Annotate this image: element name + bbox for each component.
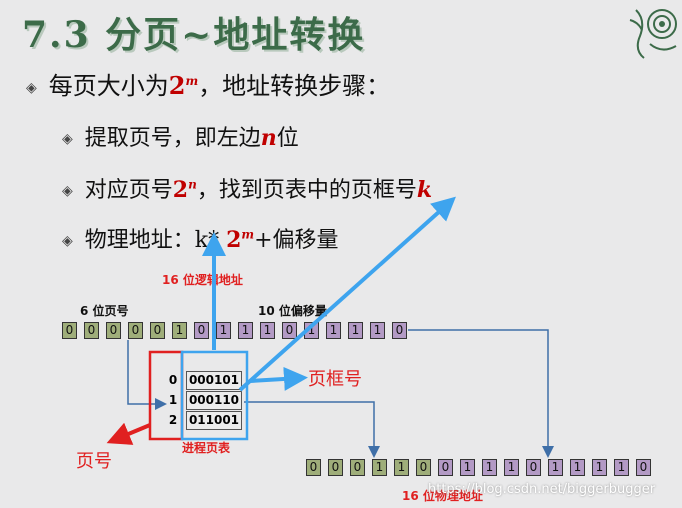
page-bits-connector [127,340,167,410]
diamond-bullet-icon: ◈ [62,233,73,249]
page-index: 0 [168,373,178,387]
bullet-find-frame: ◈ 对应页号2n，找到页表中的页框号k [62,172,432,204]
math-base: 2 [226,227,242,253]
page-index: 2 [168,413,178,427]
diamond-bullet-icon: ◈ [26,79,37,96]
offset-connector [408,329,554,458]
page-index: 1 [168,393,178,407]
bullet-text: 提取页号，即左边 [84,126,261,151]
frame-number-label: 页框号 [308,369,362,390]
bullet-physical-address: ◈ 物理地址：k* 2m+偏移量 [62,222,339,254]
peacock-logo-icon [629,9,677,59]
bit-cell: 1 [370,322,385,339]
bit-cell: 0 [84,322,99,339]
bit-cell: 0 [282,322,297,339]
bit-cell: 1 [172,322,187,339]
bit-cell: 1 [592,459,607,476]
frame-number-arrow [249,366,308,391]
bit-cell: 1 [504,459,519,476]
bit-cell: 0 [328,459,343,476]
page-table-entry: 011001 [186,411,242,430]
bit-cell: 1 [482,459,497,476]
bit-cell: 1 [548,459,563,476]
bullet-text: 对应页号 [84,178,173,203]
math-variable: n [260,125,277,151]
bit-cell: 0 [526,459,541,476]
bullet-text: 物理地址：k* [84,228,227,253]
math-exponent: m [241,227,255,242]
bit-cell: 0 [416,459,431,476]
logical-address-label: 16 位逻辑地址 [162,273,243,287]
bit-cell: 0 [350,459,365,476]
page-number-arrow [106,422,151,445]
bit-cell: 1 [326,322,341,339]
bullet-page-size: ◈ 每页大小为2m，地址转换步骤： [26,66,390,101]
bit-cell: 1 [394,459,409,476]
bullet-text: 位 [276,126,299,151]
bit-cell: 0 [392,322,407,339]
slide-title: 7.3 分页~地址转换 [22,14,366,56]
bullet-text: 每页大小为 [48,72,169,100]
watermark: https://blog.csdn.net/biggerbugger [428,482,656,497]
page-bits-label: 6 位页号 [80,304,129,318]
bit-cell: 0 [150,322,165,339]
bit-cell: 1 [304,322,319,339]
page-table-entry: 000101 [186,371,242,390]
bit-cell: 0 [438,459,453,476]
bit-cell: 1 [570,459,585,476]
page-table-entry: 000110 [186,391,242,410]
bit-cell: 0 [306,459,321,476]
process-table-label: 进程页表 [182,441,231,455]
diamond-bullet-icon: ◈ [62,183,73,199]
bit-cell: 1 [216,322,231,339]
bit-cell: 0 [194,322,209,339]
bit-cell: 0 [106,322,121,339]
bullet-text: ，找到页表中的页框号 [196,178,417,203]
math-exponent: n [188,177,197,192]
page-number-label: 页号 [76,451,112,472]
bit-cell: 0 [128,322,143,339]
bullet-text: ，地址转换步骤： [198,72,391,100]
math-exponent: m [185,74,199,88]
bit-cell: 1 [238,322,253,339]
bit-cell: 1 [348,322,363,339]
math-base: 2 [168,71,186,100]
bit-cell: 1 [372,459,387,476]
bit-cell: 0 [62,322,77,339]
math-base: 2 [172,177,189,203]
bit-cell: 0 [636,459,651,476]
bullet-text: +偏移量 [254,228,339,253]
bullet-extract-page: ◈ 提取页号，即左边n位 [62,120,299,152]
diamond-bullet-icon: ◈ [62,131,73,147]
bit-cell: 1 [260,322,275,339]
offset-bits-label: 10 位偏移量 [258,304,327,318]
bit-cell: 1 [460,459,475,476]
frame-connector [244,401,380,458]
bit-cell: 1 [614,459,629,476]
physical-address-label: 16 位物理地址 [402,489,483,503]
math-variable: k [416,177,433,203]
